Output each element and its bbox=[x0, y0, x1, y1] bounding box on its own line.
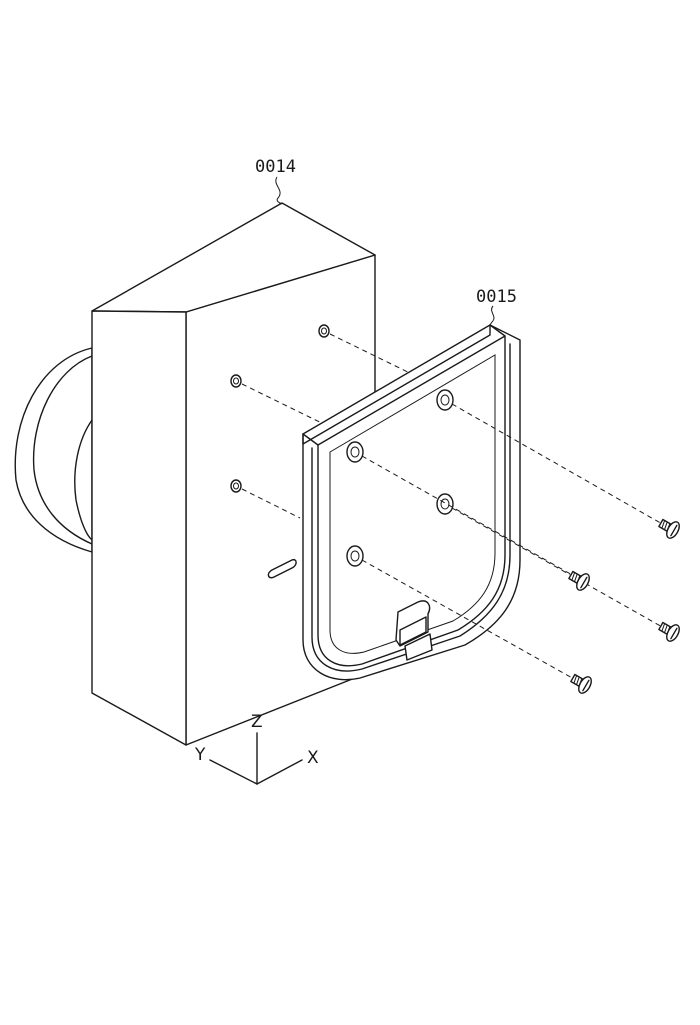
screws bbox=[566, 515, 681, 695]
housing-hole-top-right bbox=[319, 325, 329, 337]
housing-hole-mid-left bbox=[231, 375, 241, 387]
axis-y-label: Y bbox=[194, 745, 206, 765]
bracket-hole-low-left bbox=[347, 546, 363, 566]
screw-4 bbox=[568, 670, 593, 695]
screw-3 bbox=[656, 618, 681, 643]
bracket-hole-top-left bbox=[347, 442, 363, 462]
axis-z-label: Z bbox=[251, 712, 263, 732]
axis-x-label: X bbox=[307, 748, 319, 768]
screw-1 bbox=[656, 515, 681, 540]
bracket-hole-mid-right bbox=[437, 494, 453, 514]
housing-hole-low-left bbox=[231, 480, 241, 492]
bracket-hole-top-right bbox=[437, 390, 453, 410]
label-bracket: 0015 bbox=[476, 287, 517, 325]
bracket-reference-numeral: 0015 bbox=[476, 287, 517, 307]
screw-2 bbox=[566, 567, 591, 592]
label-housing: 0014 bbox=[255, 157, 296, 204]
housing-reference-numeral: 0014 bbox=[255, 157, 296, 177]
